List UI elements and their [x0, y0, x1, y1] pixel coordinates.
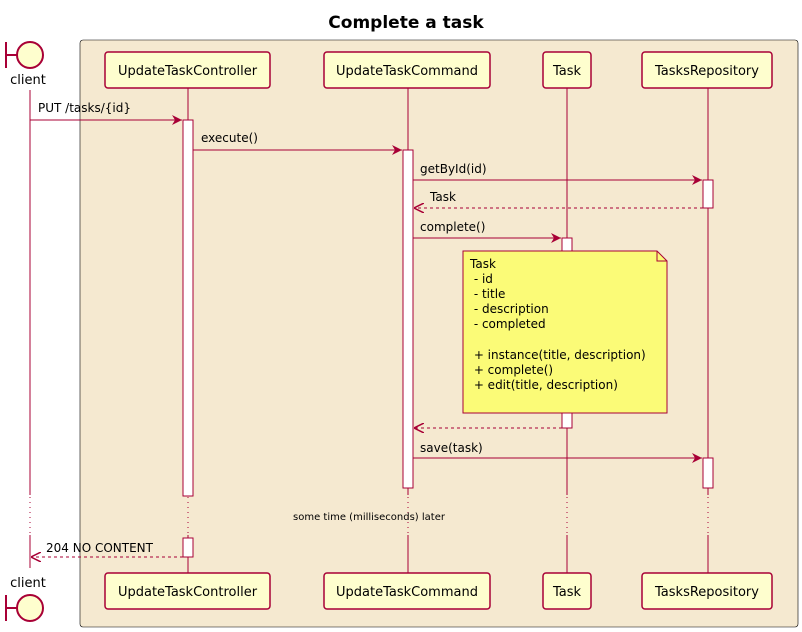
activation-repo-save	[702, 457, 714, 489]
actor-client-top: client	[5, 41, 46, 88]
svg-text:TasksRepository: TasksRepository	[654, 585, 759, 600]
participant-task-bottom: Task	[542, 572, 592, 610]
participant-controller-top: UpdateTaskController	[104, 51, 271, 89]
activation-command	[402, 149, 414, 489]
note-line: - id	[470, 272, 493, 286]
note-line: + instance(title, description)	[470, 348, 646, 362]
svg-text:Task: Task	[552, 64, 582, 79]
delay-label: some time (milliseconds) later	[293, 512, 446, 523]
participant-box	[79, 39, 799, 628]
boundary-icon	[16, 41, 44, 69]
participant-repo-bottom: TasksRepository	[641, 572, 773, 610]
message-execute: execute()	[193, 131, 402, 155]
note-line: - completed	[470, 317, 546, 331]
svg-text:UpdateTaskCommand: UpdateTaskCommand	[336, 585, 478, 600]
note-line: - description	[470, 302, 549, 316]
svg-text:save(task): save(task)	[420, 441, 483, 455]
actor-label-bottom: client	[10, 576, 46, 591]
svg-text:UpdateTaskController: UpdateTaskController	[118, 64, 258, 79]
task-note: Task - id - title - description - comple…	[462, 250, 668, 414]
participant-controller-bottom: UpdateTaskController	[104, 572, 271, 610]
svg-text:Task: Task	[552, 585, 582, 600]
note-line: - title	[470, 287, 505, 301]
svg-text:Task: Task	[429, 190, 456, 204]
message-save: save(task)	[413, 441, 702, 463]
message-getbyid: getById(id)	[413, 162, 702, 185]
participant-repo-top: TasksRepository	[641, 51, 773, 89]
participant-command-top: UpdateTaskCommand	[323, 51, 491, 89]
message-task-return: Task	[414, 190, 703, 208]
note-line: + edit(title, description)	[470, 378, 618, 392]
svg-text:complete(): complete()	[420, 220, 485, 234]
svg-text:getById(id): getById(id)	[420, 162, 487, 176]
svg-text:UpdateTaskCommand: UpdateTaskCommand	[336, 64, 478, 79]
activation-controller	[182, 119, 194, 497]
note-line: + complete()	[470, 363, 553, 377]
note-line: Task	[469, 257, 496, 271]
delay-dots	[29, 497, 709, 533]
message-put: PUT /tasks/{id}	[30, 101, 182, 125]
actor-label-top: client	[10, 73, 46, 88]
svg-text:TasksRepository: TasksRepository	[654, 64, 759, 79]
participant-task-top: Task	[542, 51, 592, 89]
diagram-title: Complete a task	[328, 13, 484, 33]
boundary-icon	[16, 594, 44, 622]
activation-repo-get	[702, 179, 714, 209]
svg-text:PUT /tasks/{id}: PUT /tasks/{id}	[38, 101, 131, 115]
activation-controller-return	[182, 537, 194, 558]
participant-command-bottom: UpdateTaskCommand	[323, 572, 491, 610]
svg-text:204 NO CONTENT: 204 NO CONTENT	[46, 541, 154, 555]
actor-client-bottom: client	[5, 576, 46, 622]
message-complete: complete()	[413, 220, 561, 243]
svg-text:UpdateTaskController: UpdateTaskController	[118, 585, 258, 600]
svg-text:execute(): execute()	[201, 131, 258, 145]
message-no-content: 204 NO CONTENT	[31, 541, 183, 557]
